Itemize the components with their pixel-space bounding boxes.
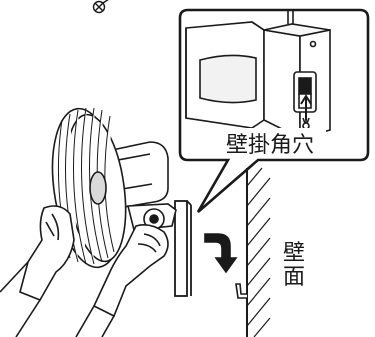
- wall: [235, 167, 271, 337]
- screw-icon: [92, 0, 109, 14]
- curved-down-arrow-icon: [204, 233, 238, 274]
- wall-hook-hole-label: 壁掛角穴: [226, 133, 314, 158]
- wall-label-bottom: 面: [283, 265, 305, 290]
- fan: [51, 107, 177, 269]
- mounting-plate: [174, 200, 192, 297]
- hands: [0, 205, 169, 337]
- wall-label-top: 壁: [283, 241, 305, 266]
- detail-inset: [178, 8, 370, 213]
